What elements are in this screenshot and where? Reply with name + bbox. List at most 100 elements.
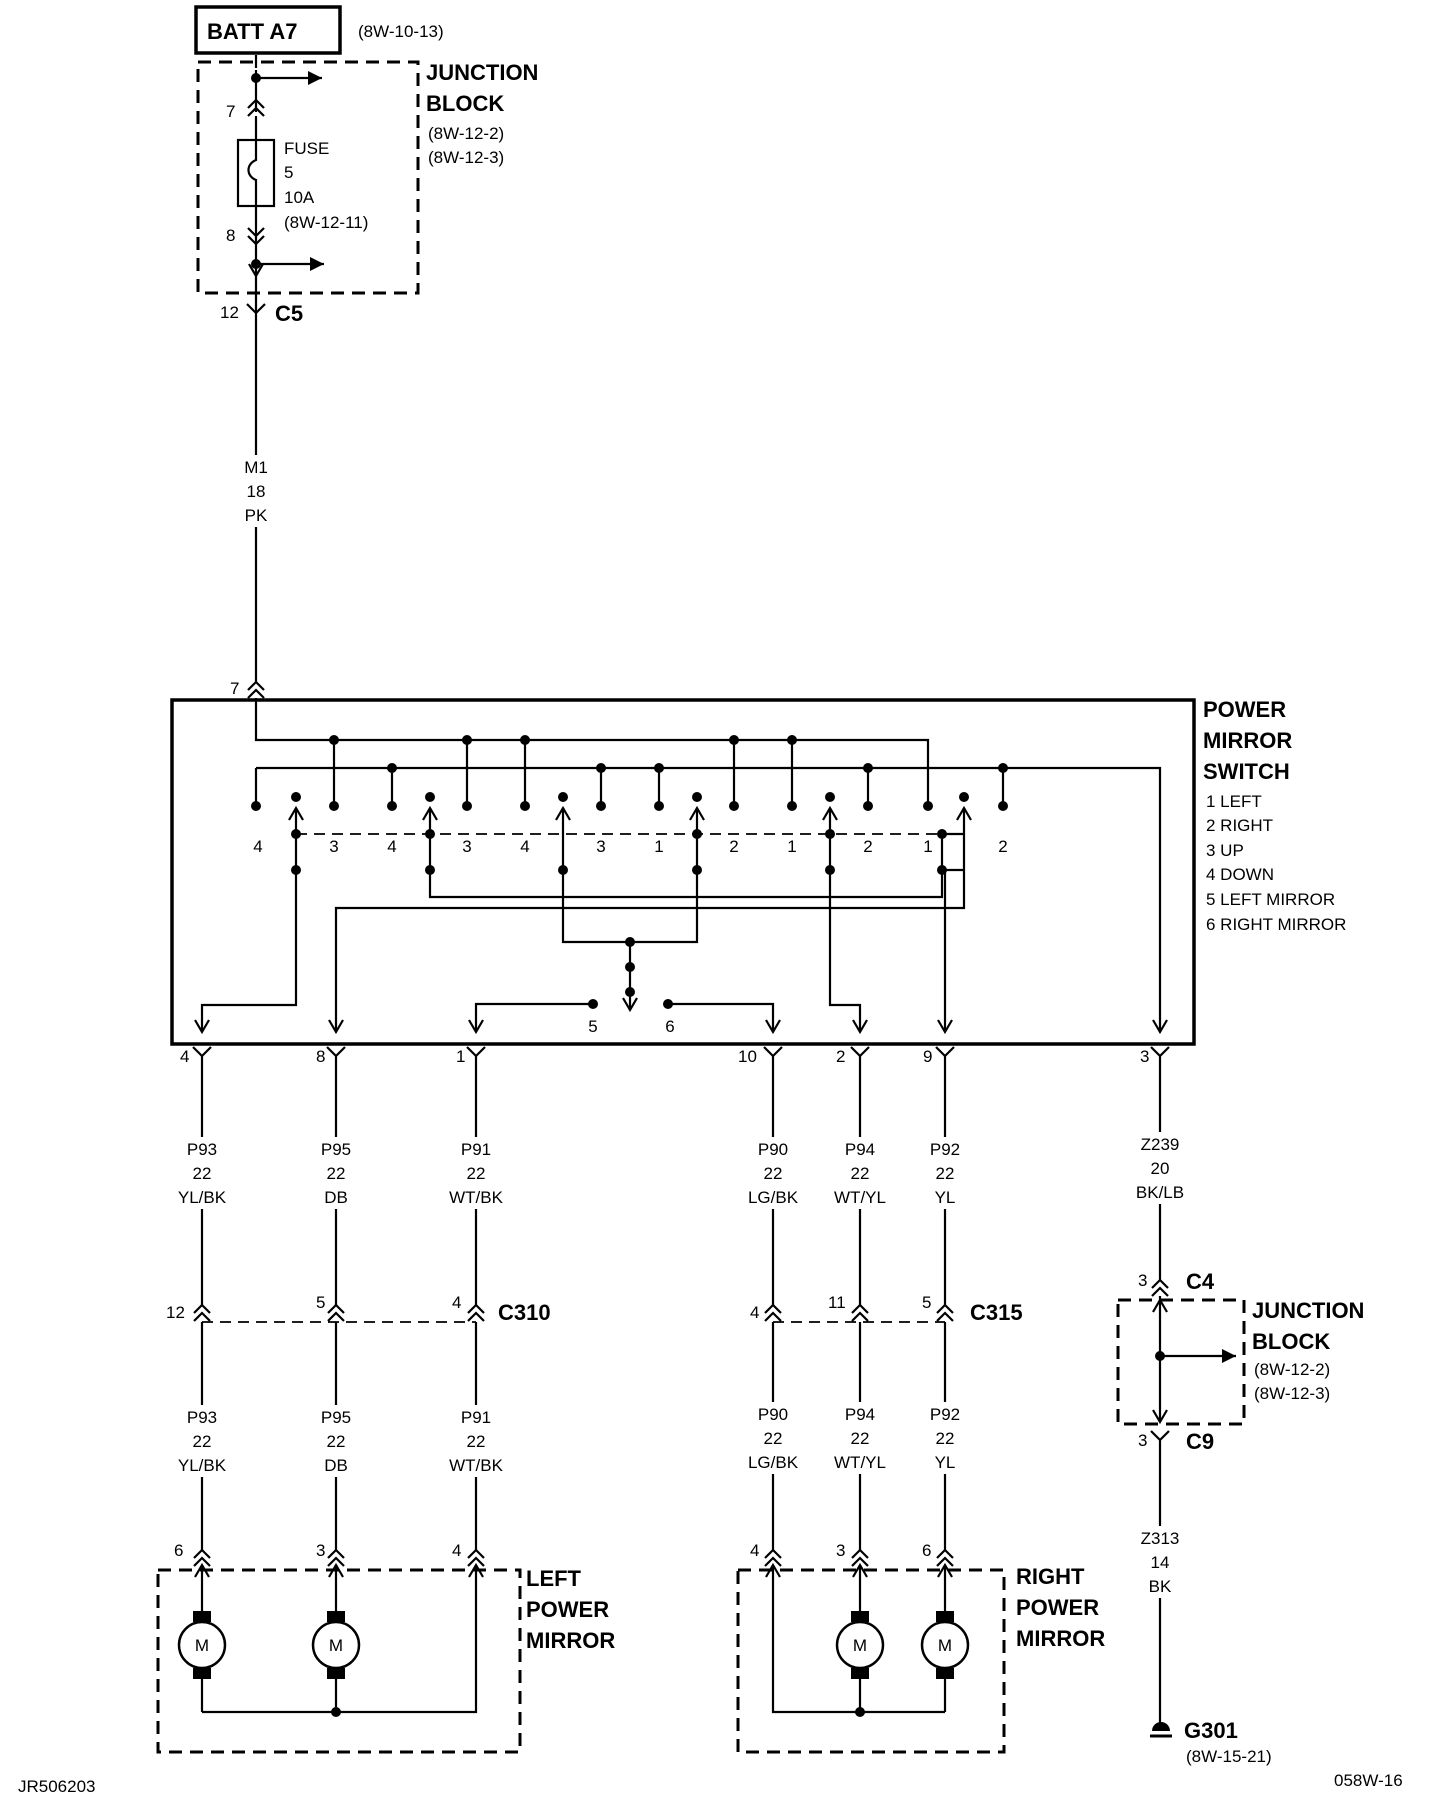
- motor-label: M: [938, 1636, 952, 1655]
- circuit: P95: [321, 1140, 351, 1159]
- legend-item: 2 RIGHT: [1206, 816, 1273, 835]
- battery-ref: (8W-10-13): [358, 22, 444, 41]
- junction-block-top: JUNCTION BLOCK (8W-12-2) (8W-12-3) 7 FUS…: [196, 60, 538, 313]
- battery-label: BATT A7: [207, 19, 297, 44]
- left-motor-2: M: [311, 1609, 361, 1681]
- ground-g301: G301 (8W-15-21): [1150, 1718, 1272, 1766]
- legend-item: 3 UP: [1206, 841, 1244, 860]
- wire-label-p91: P91 22 WT/BK: [446, 1137, 506, 1209]
- gauge: 22: [467, 1432, 486, 1451]
- switch-legend: 1 LEFT 2 RIGHT 3 UP 4 DOWN 5 LEFT MIRROR…: [1206, 792, 1346, 934]
- circuit: P94: [845, 1140, 875, 1159]
- m1-circuit: M1: [244, 458, 268, 477]
- switch-contacts: [251, 801, 1008, 811]
- c4-name: C4: [1186, 1269, 1215, 1294]
- c310-pin: 12: [166, 1303, 185, 1322]
- switch-title-1: POWER: [1203, 697, 1286, 722]
- out-pin: 10: [738, 1047, 757, 1066]
- color: YL/BK: [178, 1188, 227, 1207]
- circuit: P92: [930, 1405, 960, 1424]
- right-mirror-pin: 4: [750, 1541, 759, 1560]
- color: BK/LB: [1136, 1183, 1184, 1202]
- fuse-5: FUSE 5 10A (8W-12-11): [236, 138, 368, 232]
- footer-left: JR506203: [18, 1777, 96, 1796]
- lower-label-p94: P94 22 WT/YL: [830, 1402, 890, 1474]
- color: YL: [935, 1188, 956, 1207]
- gauge: 22: [327, 1164, 346, 1183]
- connector-c5: 12 C5: [220, 301, 303, 326]
- color: WT/YL: [834, 1188, 886, 1207]
- power-mirror-switch: POWER MIRROR SWITCH 1 LEFT 2 RIGHT 3 UP …: [170, 679, 1346, 1046]
- motor-label: M: [195, 1636, 209, 1655]
- jb-top-pin-out: 8: [226, 226, 235, 245]
- contact-label: 2: [729, 837, 738, 856]
- switch-output-wires: 4 8 1 10 2 9 3 P93 22 YL/BK P95 22 DB P9…: [175, 1045, 1190, 1305]
- c315-pin: 4: [750, 1303, 759, 1322]
- contact-label: 3: [596, 837, 605, 856]
- gauge: 22: [467, 1164, 486, 1183]
- legend-item: 4 DOWN: [1206, 865, 1274, 884]
- m1-gauge: 18: [247, 482, 266, 501]
- wire-label-p92: P92 22 YL: [925, 1137, 965, 1209]
- fuse-ref: (8W-12-11): [284, 213, 368, 232]
- z313-circuit: Z313: [1141, 1529, 1180, 1548]
- legend-item: 5 LEFT MIRROR: [1206, 890, 1335, 909]
- right-mirror-pin: 6: [922, 1541, 931, 1560]
- color: LG/BK: [748, 1188, 799, 1207]
- left-mirror-title-2: POWER: [526, 1597, 609, 1622]
- left-mirror-pin: 4: [452, 1541, 461, 1560]
- wire-label-p94: P94 22 WT/YL: [830, 1137, 890, 1209]
- contact-label: 4: [520, 837, 529, 856]
- c310-pin: 4: [452, 1293, 461, 1312]
- connector-c315: 4 11 5 C315: [750, 1293, 1023, 1325]
- wire-label-p90: P90 22 LG/BK: [745, 1137, 801, 1209]
- right-power-mirror: RIGHT POWER MIRROR 4 3 6 M M: [736, 1541, 1105, 1754]
- color: WT/YL: [834, 1453, 886, 1472]
- gauge: 22: [327, 1432, 346, 1451]
- c5-pin: 12: [220, 303, 239, 322]
- gauge: 22: [851, 1429, 870, 1448]
- wire-label-p93: P93 22 YL/BK: [175, 1137, 231, 1209]
- c315-pin: 11: [828, 1293, 846, 1312]
- right-mirror-title-1: RIGHT: [1016, 1564, 1085, 1589]
- motor-label: M: [329, 1636, 343, 1655]
- c5-name: C5: [275, 301, 303, 326]
- circuit: P93: [187, 1140, 217, 1159]
- color: DB: [324, 1456, 348, 1475]
- out-pin: 3: [1140, 1047, 1149, 1066]
- contact-label: 3: [462, 837, 471, 856]
- left-mirror-title-3: MIRROR: [526, 1628, 615, 1653]
- jb-bottom-ref-2: (8W-12-3): [1254, 1384, 1330, 1403]
- circuit: P95: [321, 1408, 351, 1427]
- switch-title-2: MIRROR: [1203, 728, 1292, 753]
- contact-label: 2: [998, 837, 1007, 856]
- lower-label-p93: P93 22 YL/BK: [175, 1405, 231, 1477]
- lower-label-p95: P95 22 DB: [312, 1405, 360, 1477]
- wire-z313: Z313 14 BK: [1132, 1440, 1188, 1730]
- jb-top-title-2: BLOCK: [426, 91, 504, 116]
- left-mirror-pin: 3: [316, 1541, 325, 1560]
- gauge: 22: [936, 1164, 955, 1183]
- gauge: 22: [764, 1164, 783, 1183]
- jb-bottom-title-1: JUNCTION: [1252, 1298, 1364, 1323]
- lower-label-p90: P90 22 LG/BK: [745, 1402, 801, 1474]
- connector-c310: 12 5 4 C310: [166, 1293, 551, 1325]
- circuit: Z239: [1141, 1135, 1180, 1154]
- out-pin: 1: [456, 1047, 465, 1066]
- z313-gauge: 14: [1151, 1553, 1170, 1572]
- contact-label: 2: [863, 837, 872, 856]
- ground-ref: (8W-15-21): [1186, 1747, 1272, 1766]
- lower-label-p91: P91 22 WT/BK: [446, 1405, 506, 1477]
- right-motor-2: M: [920, 1609, 970, 1681]
- circuit: P93: [187, 1408, 217, 1427]
- junction-block-bottom: 3 C4 JUNCTION BLOCK (8W-12-2) (8W-12-3) …: [1116, 1269, 1364, 1454]
- out-pin: 8: [316, 1047, 325, 1066]
- left-power-mirror: LEFT POWER MIRROR 6 3 4 M M: [156, 1541, 615, 1754]
- wire-m1: M1 18 PK: [240, 313, 272, 682]
- lower-wires: P93 22 YL/BK P95 22 DB P91 22 WT/BK P90 …: [175, 1322, 965, 1550]
- c9-name: C9: [1186, 1429, 1214, 1454]
- footer-right: 058W-16: [1334, 1771, 1403, 1790]
- wire-label-p95: P95 22 DB: [312, 1137, 360, 1209]
- mirror-selector: 5 6: [467, 999, 782, 1036]
